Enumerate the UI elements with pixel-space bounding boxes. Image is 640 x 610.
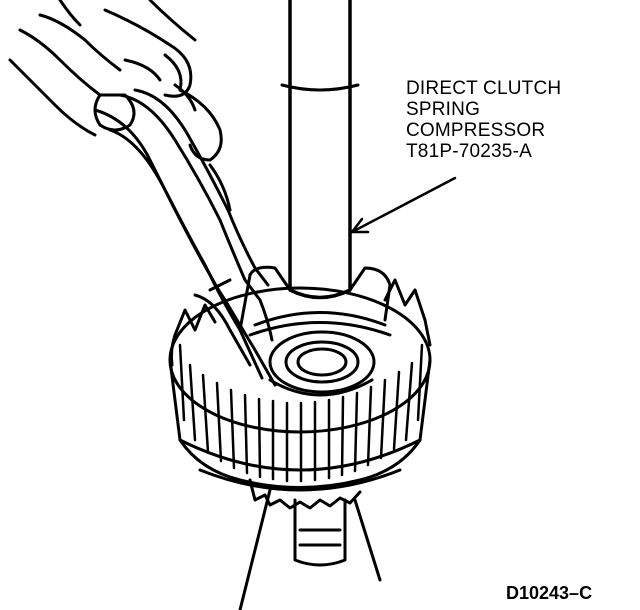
callout-line-3: COMPRESSOR	[406, 120, 546, 141]
hand-icon	[10, 0, 230, 210]
callout-line-4: T81P-70235-A	[406, 141, 532, 162]
callout-leader	[352, 178, 455, 232]
spring-compressor-icon	[240, 0, 390, 395]
callout-label: DIRECT CLUTCH SPRING COMPRESSOR T81P-702…	[406, 78, 561, 162]
snap-ring-pliers-icon	[95, 90, 275, 385]
support-shaft	[240, 490, 380, 610]
callout-line-1: DIRECT CLUTCH	[406, 78, 562, 99]
figure-id: D10243–C	[506, 583, 593, 603]
clutch-drum-icon	[170, 280, 430, 508]
callout-line-2: SPRING	[406, 99, 481, 120]
